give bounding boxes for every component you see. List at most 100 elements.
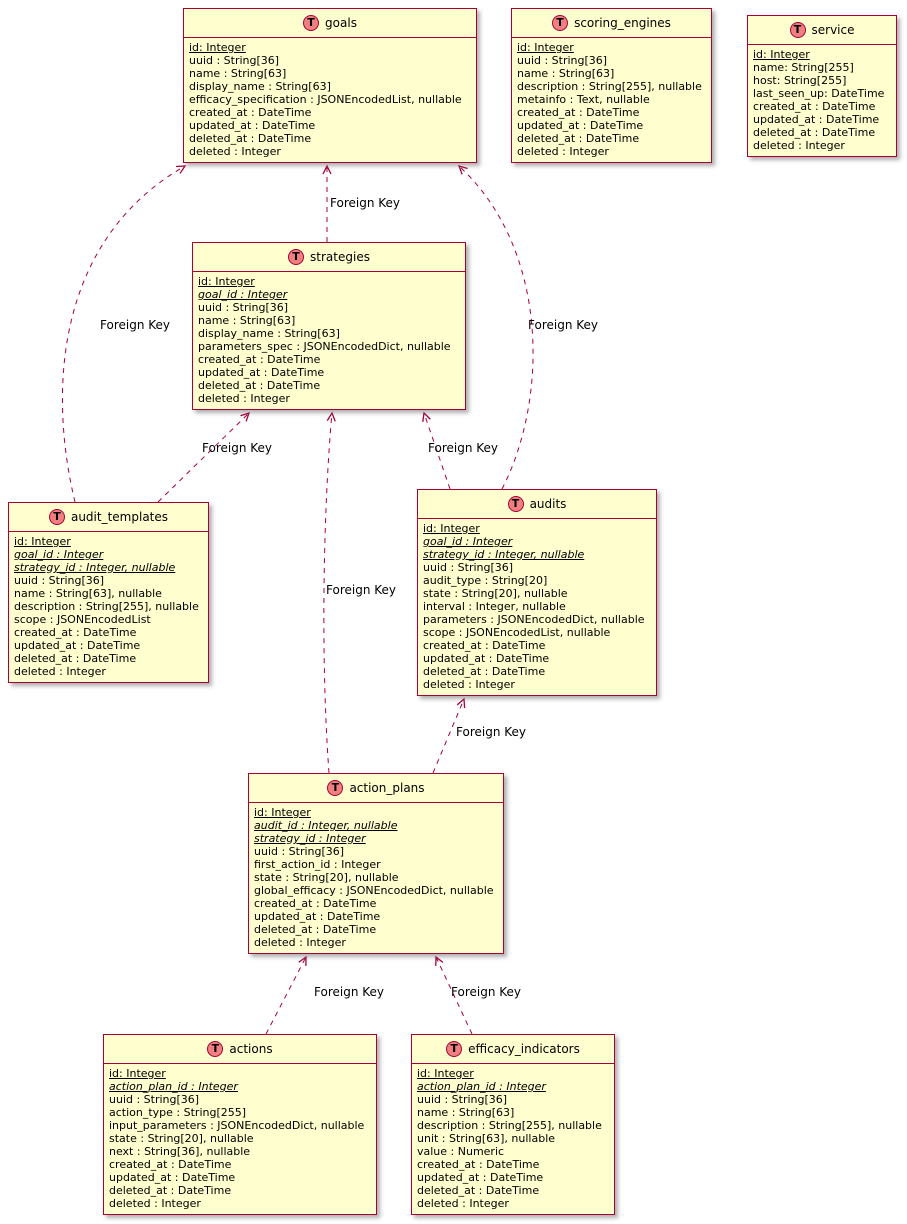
field-row: created_at : DateTime (417, 1158, 540, 1171)
field-row: created_at : DateTime (517, 106, 640, 119)
edge-audits-to-strategies (422, 411, 451, 490)
edge-actions-to-action_plans (265, 955, 307, 1035)
field-row: action_plan_id : Integer (417, 1080, 546, 1093)
field-row: goal_id : Integer (14, 548, 104, 561)
field-row: audit_type : String[20] (423, 574, 548, 587)
field-row: next : String[36], nullable (109, 1145, 251, 1158)
table-icon: T (446, 1041, 463, 1057)
field-row: uuid : String[36] (423, 561, 514, 574)
field-row: deleted : Integer (753, 139, 845, 152)
field-row: id: Integer (517, 41, 574, 54)
field-row: id: Integer (14, 535, 71, 548)
edge-paths (61, 164, 534, 1035)
field-row: created_at : DateTime (254, 897, 377, 910)
field-row: parameters_spec : JSONEncodedDict, nulla… (198, 340, 451, 353)
table-title: service (811, 23, 855, 37)
field-row: goal_id : Integer (198, 288, 288, 301)
field-row: display_name : String[63] (189, 80, 331, 93)
field-row: created_at : DateTime (109, 1158, 232, 1171)
field-row: efficacy_specification : JSONEncodedList… (189, 93, 462, 106)
field-row: host: String[255] (753, 74, 847, 87)
field-row: deleted : Integer (254, 936, 346, 949)
field-row: name : String[63] (198, 314, 296, 327)
field-row: scope : JSONEncodedList, nullable (423, 626, 611, 639)
edge-action_plans-to-audits (432, 697, 466, 774)
field-row: id: Integer (189, 41, 246, 54)
field-row: name : String[63], nullable (14, 587, 162, 600)
field-row: name : String[63] (417, 1106, 515, 1119)
field-row: updated_at : DateTime (417, 1171, 544, 1184)
field-row: updated_at : DateTime (109, 1171, 236, 1184)
field-row: state : String[20], nullable (423, 587, 568, 600)
field-row: value : Numeric (417, 1145, 505, 1158)
foreign-key-label: Foreign Key (326, 583, 396, 597)
edge-efficacy_indicators-to-action_plans (435, 955, 473, 1035)
field-row: input_parameters : JSONEncodedDict, null… (109, 1119, 365, 1132)
field-row: interval : Integer, nullable (423, 600, 566, 613)
field-row: deleted : Integer (14, 665, 106, 678)
field-row: created_at : DateTime (423, 639, 546, 652)
field-row: deleted : Integer (109, 1197, 201, 1210)
field-row: deleted_at : DateTime (423, 665, 546, 678)
table-icon: T (288, 249, 305, 265)
foreign-key-label: Foreign Key (202, 441, 272, 455)
field-row: last_seen_up: DateTime (753, 87, 885, 100)
table-title: scoring_engines (574, 16, 671, 30)
field-row: created_at : DateTime (14, 626, 137, 639)
field-row: deleted_at : DateTime (109, 1184, 232, 1197)
field-row: deleted_at : DateTime (417, 1184, 540, 1197)
field-row: updated_at : DateTime (753, 113, 880, 126)
field-row: deleted : Integer (198, 392, 290, 405)
field-row: first_action_id : Integer (254, 858, 381, 871)
table-icon: T (48, 509, 65, 525)
foreign-key-label: Foreign Key (428, 441, 498, 455)
field-row: deleted : Integer (189, 145, 281, 158)
foreign-key-label: Foreign Key (456, 725, 526, 739)
field-row: id: Integer (423, 522, 480, 535)
edge-audits-to-goals (457, 165, 534, 490)
field-row: display_name : String[63] (198, 327, 340, 340)
field-row: strategy_id : Integer, nullable (423, 548, 585, 561)
field-row: updated_at : DateTime (189, 119, 316, 132)
field-row: scope : JSONEncodedList (14, 613, 151, 626)
table-icon: T (303, 15, 320, 31)
table-title: audits (529, 497, 567, 511)
table-title: efficacy_indicators (468, 1042, 580, 1056)
field-row: metainfo : Text, nullable (517, 93, 650, 106)
field-row: deleted_at : DateTime (517, 132, 640, 145)
field-row: action_plan_id : Integer (109, 1080, 238, 1093)
foreign-key-label: Foreign Key (314, 985, 384, 999)
field-row: deleted : Integer (517, 145, 609, 158)
field-row: updated_at : DateTime (423, 652, 550, 665)
field-row: deleted_at : DateTime (189, 132, 312, 145)
field-row: uuid : String[36] (14, 574, 105, 587)
field-row: global_efficacy : JSONEncodedDict, nulla… (254, 884, 494, 897)
field-row: deleted_at : DateTime (753, 126, 876, 139)
table-title: audit_templates (70, 510, 169, 524)
field-row: description : String[255], nullable (417, 1119, 602, 1132)
foreign-key-label: Foreign Key (451, 985, 521, 999)
table-icon: T (789, 22, 806, 38)
field-row: uuid : String[36] (189, 54, 280, 67)
